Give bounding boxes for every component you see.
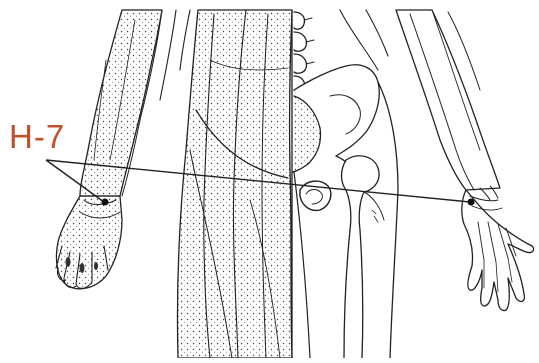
- h7-marker-left-wrist: [102, 199, 109, 206]
- acupoint-label: H-7: [9, 119, 65, 155]
- left-thigh: [177, 10, 292, 358]
- left-forearm: [80, 10, 190, 196]
- left-hand: [56, 196, 122, 289]
- h7-marker-right-wrist: [468, 199, 475, 206]
- right-forearm: [396, 10, 500, 190]
